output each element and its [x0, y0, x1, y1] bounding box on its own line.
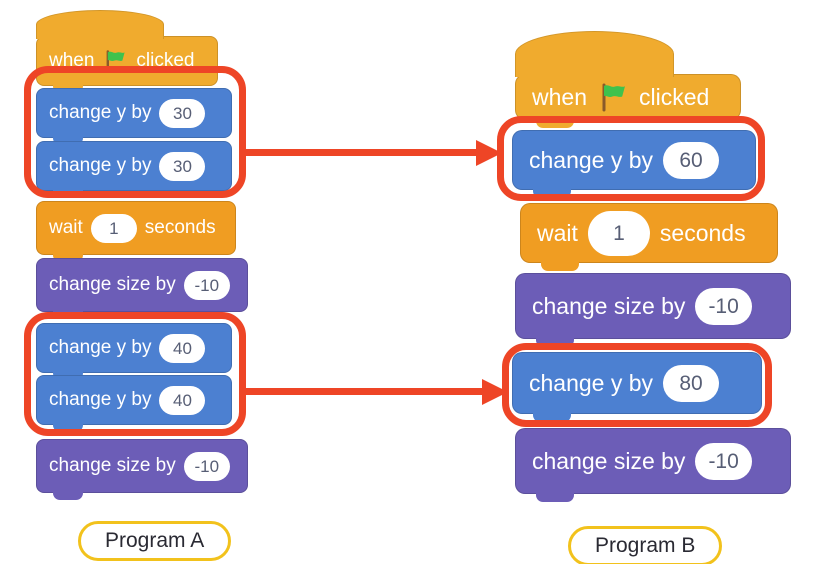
block-change-y-by[interactable]: change y by 40 — [36, 375, 232, 432]
block-change-y-by[interactable]: change y by 60 — [512, 130, 756, 198]
value-input[interactable]: -10 — [695, 287, 752, 325]
block-change-size-by[interactable]: change size by -10 — [515, 428, 791, 502]
arrow-group2-to-b2 — [246, 388, 482, 395]
block-label: when — [532, 83, 587, 110]
block-label: when — [49, 50, 95, 71]
value-input[interactable]: -10 — [183, 270, 230, 300]
block-label: change y by — [49, 337, 152, 358]
block-label: change size by — [532, 292, 686, 319]
block-change-y-by[interactable]: change y by 30 — [36, 88, 232, 145]
block-change-size-by[interactable]: change size by -10 — [36, 258, 248, 319]
value-input[interactable]: 60 — [663, 141, 720, 179]
program-b-label: Program B — [568, 526, 723, 564]
program-b-stack: when clicked change y by 60 wait 1 secon… — [512, 30, 792, 502]
block-label: change y by — [49, 155, 152, 176]
block-label: clicked — [638, 83, 710, 110]
block-when-flag-clicked[interactable]: when clicked — [515, 31, 741, 128]
value-input[interactable]: 1 — [90, 213, 137, 243]
block-label: change y by — [49, 102, 152, 123]
value-input[interactable]: 40 — [159, 385, 206, 415]
green-flag-icon — [102, 49, 128, 73]
block-change-size-by[interactable]: change size by -10 — [36, 439, 248, 500]
block-label: wait — [49, 217, 83, 238]
value-input[interactable]: 80 — [663, 364, 720, 402]
arrow-group1-to-b1 — [246, 149, 476, 156]
block-label: change size by — [49, 274, 176, 295]
block-label: change y by — [49, 389, 152, 410]
block-when-flag-clicked[interactable]: when clicked — [36, 10, 218, 93]
value-input[interactable]: 30 — [159, 151, 206, 181]
block-change-y-by[interactable]: change y by 30 — [36, 141, 232, 198]
value-input[interactable]: 1 — [587, 210, 650, 256]
block-label: seconds — [659, 219, 746, 246]
block-change-y-by[interactable]: change y by 40 — [36, 323, 232, 380]
block-change-size-by[interactable]: change size by -10 — [515, 273, 791, 347]
block-wait-seconds[interactable]: wait 1 seconds — [36, 201, 236, 262]
block-change-y-by[interactable]: change y by 80 — [512, 352, 762, 422]
block-label: clicked — [136, 50, 195, 71]
block-label: change y by — [529, 369, 654, 396]
block-label: seconds — [144, 217, 216, 238]
value-input[interactable]: 40 — [159, 333, 206, 363]
value-input[interactable]: 30 — [159, 98, 206, 128]
block-label: change size by — [532, 447, 686, 474]
block-wait-seconds[interactable]: wait 1 seconds — [520, 203, 778, 271]
block-label: change size by — [49, 455, 176, 476]
green-flag-icon — [597, 82, 629, 112]
value-input[interactable]: -10 — [695, 442, 752, 480]
block-label: wait — [537, 219, 578, 246]
program-a-label: Program A — [78, 521, 232, 561]
block-label: change y by — [529, 146, 654, 173]
program-a-stack: when clicked change y by 30 change y by … — [36, 10, 250, 500]
value-input[interactable]: -10 — [183, 451, 230, 481]
